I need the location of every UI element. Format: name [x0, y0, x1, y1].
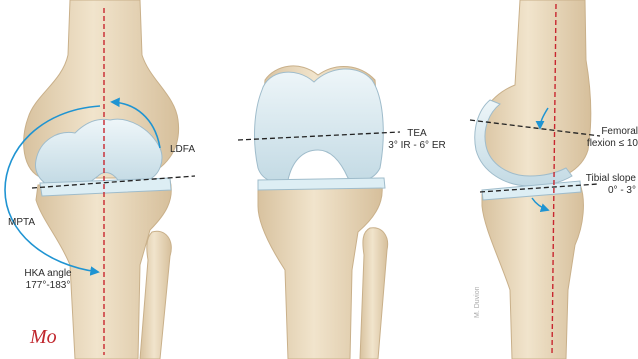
middle-knee-tea-view — [238, 66, 400, 359]
illustrator-signature: Mo — [30, 326, 57, 349]
tibial-title: Tibial slope — [570, 173, 636, 185]
tea-label: TEA 3° IR - 6° ER — [382, 128, 452, 152]
ldfa-label: LDFA — [170, 144, 195, 156]
hka-range: 177°-183° — [18, 280, 78, 292]
tea-title: TEA — [382, 128, 452, 140]
tibial-slope-label: Tibial slope 0° - 3° — [570, 173, 636, 197]
left-knee-front-view — [5, 0, 195, 359]
tea-range: 3° IR - 6° ER — [382, 140, 452, 152]
left-fibula — [140, 231, 171, 359]
right-femur — [477, 0, 591, 184]
femoral-flexion-label: Femoral flexion ≤ 10 — [570, 126, 638, 150]
middle-femoral-implant — [255, 69, 384, 182]
illustrator-credit: M. Duvion — [474, 286, 481, 318]
right-tibia — [482, 184, 583, 359]
hka-title: HKA angle — [18, 268, 78, 280]
mpta-label: MPTA — [8, 217, 35, 229]
femoral-title: Femoral — [570, 126, 638, 138]
hka-angle-label: HKA angle 177°-183° — [18, 268, 78, 292]
tibial-value: 0° - 3° — [570, 185, 636, 197]
middle-tibial-insert — [258, 178, 385, 190]
femoral-value: flexion ≤ 10 — [570, 138, 638, 150]
middle-fibula — [360, 228, 388, 359]
